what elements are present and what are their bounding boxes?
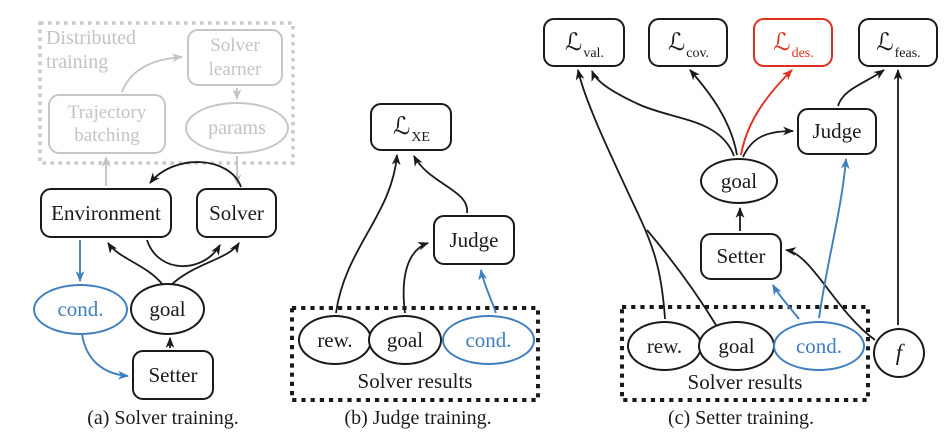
node-loss-des: ℒdes. bbox=[753, 18, 833, 67]
loss-feas-symbol: ℒ bbox=[876, 27, 894, 56]
node-environment: Environment bbox=[40, 188, 172, 238]
node-judge-b: Judge bbox=[433, 215, 515, 265]
distributed-training-box bbox=[38, 21, 295, 165]
caption-c: (c) Setter training. bbox=[667, 407, 815, 429]
edge-environment-to-solver-arc bbox=[146, 239, 221, 267]
loss-xe-symbol: ℒ bbox=[393, 112, 411, 141]
node-loss-val: ℒval. bbox=[543, 18, 625, 67]
node-loss-feas: ℒfeas. bbox=[858, 18, 938, 67]
loss-val-symbol: ℒ bbox=[565, 27, 583, 56]
node-rew-b: rew. bbox=[298, 315, 372, 365]
caption-a: (a) Solver training. bbox=[87, 407, 239, 429]
node-goal-c: goal bbox=[700, 158, 778, 204]
solver-results-label-b: Solver results bbox=[357, 369, 473, 393]
node-rew-c: rew. bbox=[627, 321, 702, 371]
edge-cond-to-judge-b bbox=[478, 268, 497, 314]
node-cond-c: cond. bbox=[773, 321, 865, 371]
node-goal-result-c: goal bbox=[698, 321, 775, 371]
edge-rew-to-loss-xe bbox=[335, 153, 401, 314]
node-trajectory-batching: Trajectory batching bbox=[48, 94, 166, 154]
edge-goal-to-loss-des bbox=[740, 69, 793, 156]
node-loss-cov: ℒcov. bbox=[648, 18, 728, 67]
edge-goal-to-solver bbox=[170, 242, 240, 286]
distributed-training-label: Distributed training bbox=[46, 27, 136, 73]
loss-cov-symbol: ℒ bbox=[667, 27, 686, 56]
edge-trajectory-batching-to-solver-learner bbox=[121, 53, 184, 93]
edge-judge-to-loss-xe bbox=[413, 155, 468, 214]
edge-goal-to-judge-b bbox=[402, 242, 430, 314]
edge-goal-result-to-loss-val bbox=[646, 229, 717, 326]
node-params: params bbox=[185, 102, 289, 154]
node-cond-a: cond. bbox=[33, 284, 128, 335]
edge-goal-to-loss-val bbox=[591, 69, 735, 157]
solver-results-box-b bbox=[290, 306, 540, 402]
edge-cond-to-setter-a bbox=[81, 333, 130, 380]
edge-f-to-setter bbox=[784, 247, 876, 341]
node-solver-learner: Solver learner bbox=[187, 29, 283, 86]
loss-des-symbol: ℒ bbox=[773, 27, 791, 56]
node-judge-c: Judge bbox=[797, 108, 877, 155]
edge-cond-to-judge-c bbox=[818, 157, 850, 319]
node-loss-xe: ℒXE bbox=[370, 103, 452, 151]
edge-solver-to-environment-arc bbox=[149, 161, 242, 188]
edge-judge-to-loss-feas bbox=[837, 69, 885, 107]
node-goal-b: goal bbox=[368, 315, 442, 365]
edge-cond-to-setter-c bbox=[772, 284, 800, 320]
node-cond-b: cond. bbox=[442, 315, 535, 365]
solver-results-label-c: Solver results bbox=[687, 370, 803, 394]
node-setter-c: Setter bbox=[700, 233, 782, 280]
edge-rew-to-loss-val bbox=[575, 68, 666, 320]
node-f: f bbox=[873, 328, 925, 378]
node-setter-a: Setter bbox=[132, 350, 214, 400]
node-solver-a: Solver bbox=[196, 188, 277, 238]
edge-goal-to-loss-cov bbox=[689, 69, 738, 156]
edge-goal-to-environment bbox=[107, 242, 164, 286]
solver-results-box-c bbox=[620, 305, 870, 402]
caption-b: (b) Judge training. bbox=[344, 407, 492, 429]
node-goal-a: goal bbox=[130, 283, 205, 335]
edge-goal-to-judge-c bbox=[742, 126, 795, 158]
